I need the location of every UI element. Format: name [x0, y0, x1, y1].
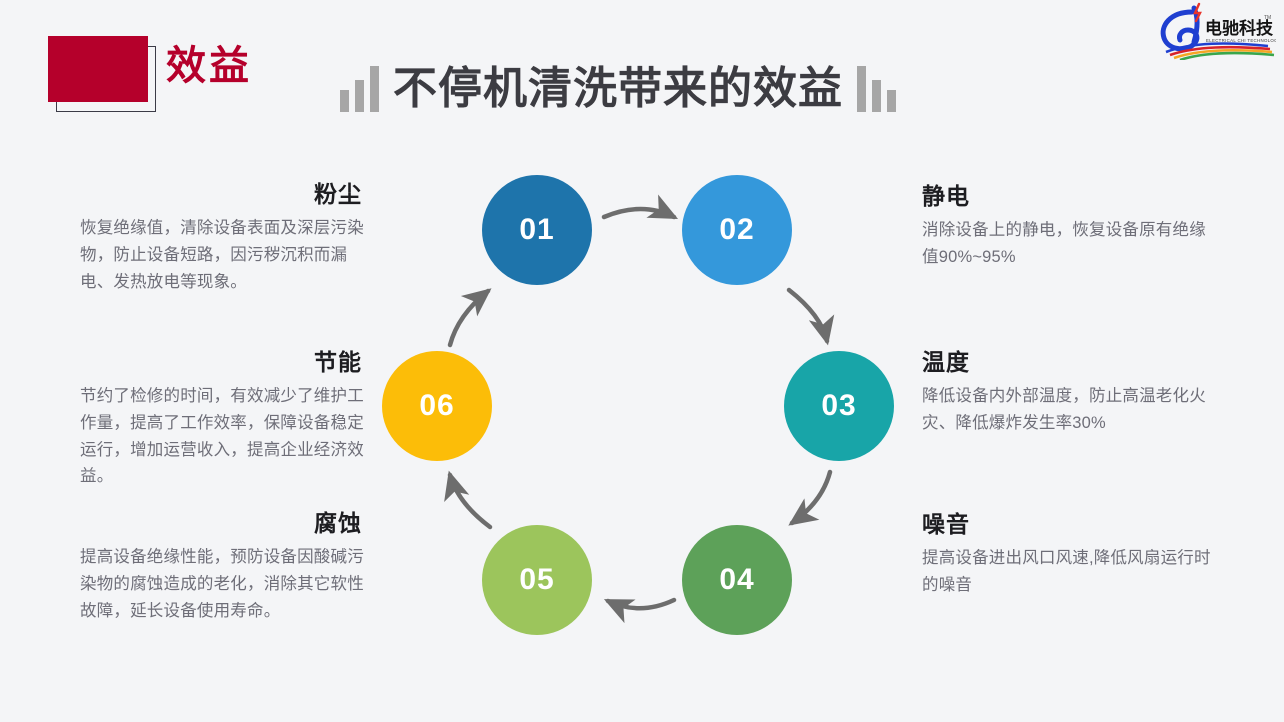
benefit-body-energy: 节约了检修的时间，有效减少了维护工作量，提高了工作效率，保障设备稳定运行，增加运… — [80, 387, 364, 486]
benefit-title-static: 静电 — [922, 183, 970, 209]
cycle-diagram: 01 02 03 04 05 06 — [378, 175, 906, 645]
page-title-row: 不停机清洗带来的效益 — [340, 66, 896, 112]
cycle-node-05[interactable]: 05 — [482, 525, 592, 635]
benefit-block-dust: 粉尘 恢复绝缘值，清除设备表面及深层污染物，防止设备短路，因污秽沉积而漏电、发热… — [80, 181, 380, 295]
benefit-body-static: 消除设备上的静电，恢复设备原有绝缘值90%~95% — [922, 221, 1206, 267]
cycle-node-03[interactable]: 03 — [784, 351, 894, 461]
benefit-body-temperature: 降低设备内外部温度，防止高温老化火灾、降低爆炸发生率30% — [922, 387, 1206, 433]
cycle-node-02[interactable]: 02 — [682, 175, 792, 285]
badge-fill-shape — [48, 36, 148, 102]
benefit-title-energy: 节能 — [314, 349, 362, 375]
cycle-node-04[interactable]: 04 — [682, 525, 792, 635]
benefit-body-corrosion: 提高设备绝缘性能，预防设备因酸碱污染物的腐蚀造成的老化，消除其它软性故障，延长设… — [80, 548, 364, 620]
cycle-node-01[interactable]: 01 — [482, 175, 592, 285]
benefit-title-temperature: 温度 — [922, 349, 970, 375]
benefit-title-dust: 粉尘 — [314, 181, 362, 207]
benefit-block-corrosion: 腐蚀 提高设备绝缘性能，预防设备因酸碱污染物的腐蚀造成的老化，消除其它软性故障，… — [80, 510, 380, 624]
benefit-block-static: 静电 消除设备上的静电，恢复设备原有绝缘值90%~95% — [922, 183, 1222, 271]
benefit-block-temperature: 温度 降低设备内外部温度，防止高温老化火灾、降低爆炸发生率30% — [922, 349, 1222, 437]
svg-text:ELECTRICAL CHI TECHNOLOGY: ELECTRICAL CHI TECHNOLOGY — [1206, 38, 1276, 43]
section-badge-label: 效益 — [166, 44, 252, 88]
section-badge — [48, 36, 156, 112]
svg-text:电驰科技: 电驰科技 — [1205, 18, 1274, 38]
bar-chart-ascending-icon — [340, 66, 379, 112]
benefit-title-noise: 噪音 — [922, 511, 970, 537]
benefit-block-energy: 节能 节约了检修的时间，有效减少了维护工作量，提高了工作效率，保障设备稳定运行，… — [80, 349, 380, 490]
benefit-body-dust: 恢复绝缘值，清除设备表面及深层污染物，防止设备短路，因污秽沉积而漏电、发热放电等… — [80, 219, 364, 291]
svg-text:TM: TM — [1264, 15, 1271, 21]
cycle-arrows — [444, 194, 835, 624]
benefit-body-noise: 提高设备进出风口风速,降低风扇运行时的噪音 — [922, 549, 1211, 595]
benefit-title-corrosion: 腐蚀 — [314, 510, 362, 536]
bar-chart-descending-icon — [857, 66, 896, 112]
dianchi-technology-logo: 电驰科技 ELECTRICAL CHI TECHNOLOGY TM — [1150, 2, 1276, 60]
cycle-node-06[interactable]: 06 — [382, 351, 492, 461]
page-title: 不停机清洗带来的效益 — [393, 64, 843, 113]
benefit-block-noise: 噪音 提高设备进出风口风速,降低风扇运行时的噪音 — [922, 511, 1222, 599]
